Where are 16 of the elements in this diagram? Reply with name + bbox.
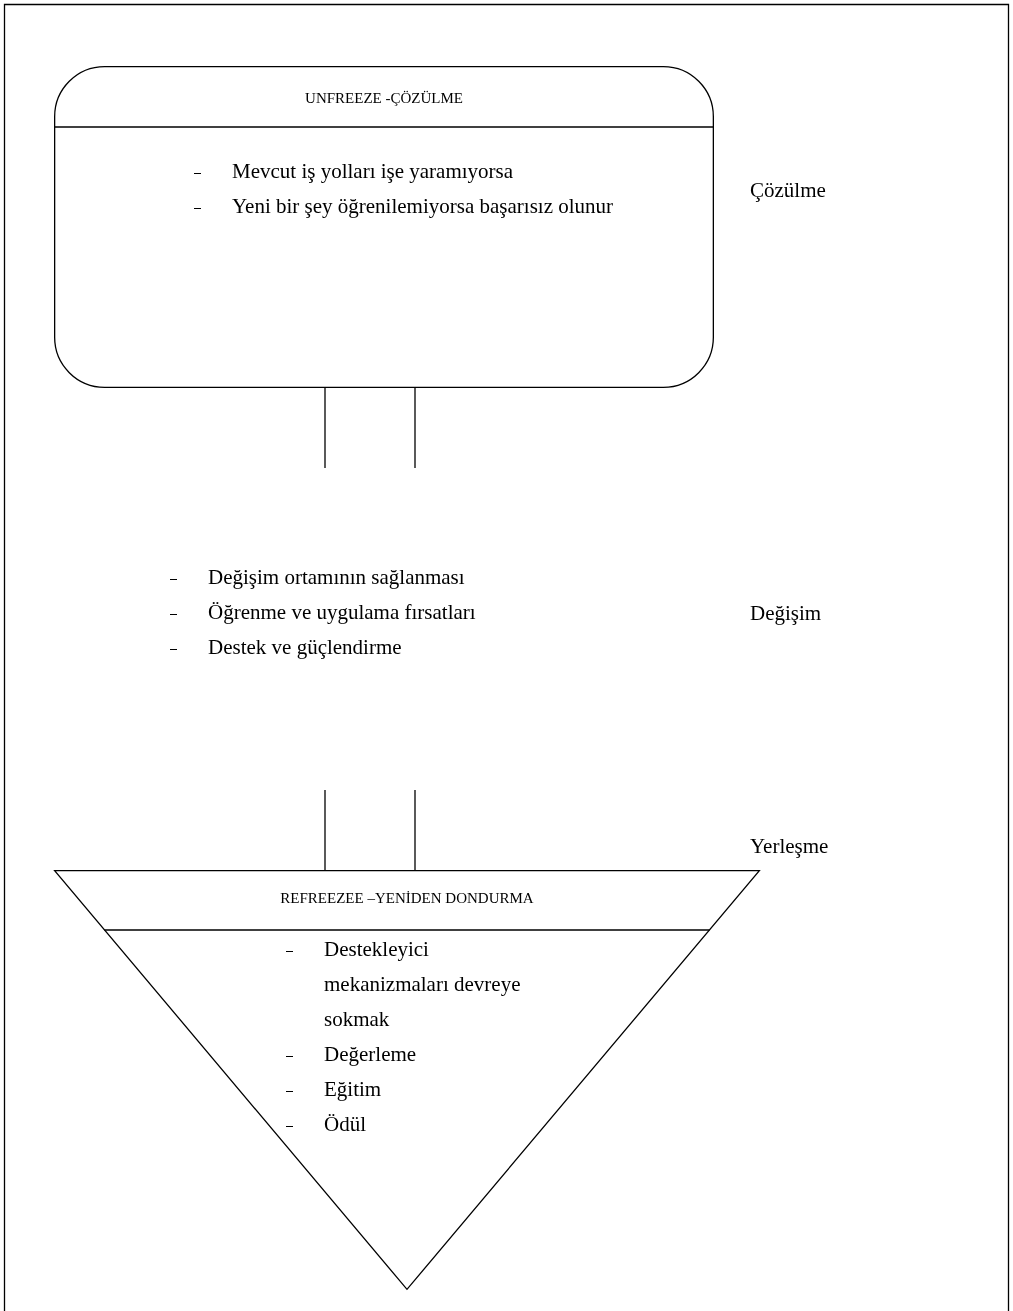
list-item-text: Eğitim <box>324 1076 382 1103</box>
shape-heading: UNFREEZE -ÇÖZÜLME <box>305 90 463 107</box>
list-item-text: Öğrenme ve uygulama fırsatları <box>208 599 476 626</box>
list-item-text: Yeni bir şey öğrenilemiyorsa başarısız olunur <box>232 193 614 220</box>
inverted-triangle <box>54 870 760 1290</box>
list-item-text: Değerleme <box>324 1041 417 1068</box>
stage-label: Yerleşme <box>750 834 829 859</box>
list-item-text: Destek ve güçlendirme <box>208 634 402 661</box>
list-item-text: Mevcut iş yolları işe yaramıyorsa <box>232 158 514 185</box>
list-item-text: Değişim ortamının sağlanması <box>208 564 465 591</box>
rounded-box <box>54 66 714 388</box>
list-item-text: Ödül <box>324 1111 366 1138</box>
stage-label: Çözülme <box>750 178 826 203</box>
stage-label: Değişim <box>750 601 822 626</box>
list-item-text: Destekleyici mekanizmaları devreye sokmak <box>324 936 522 1033</box>
shape-heading: REFREEZEE –YENİDEN DONDURMA <box>280 890 534 907</box>
